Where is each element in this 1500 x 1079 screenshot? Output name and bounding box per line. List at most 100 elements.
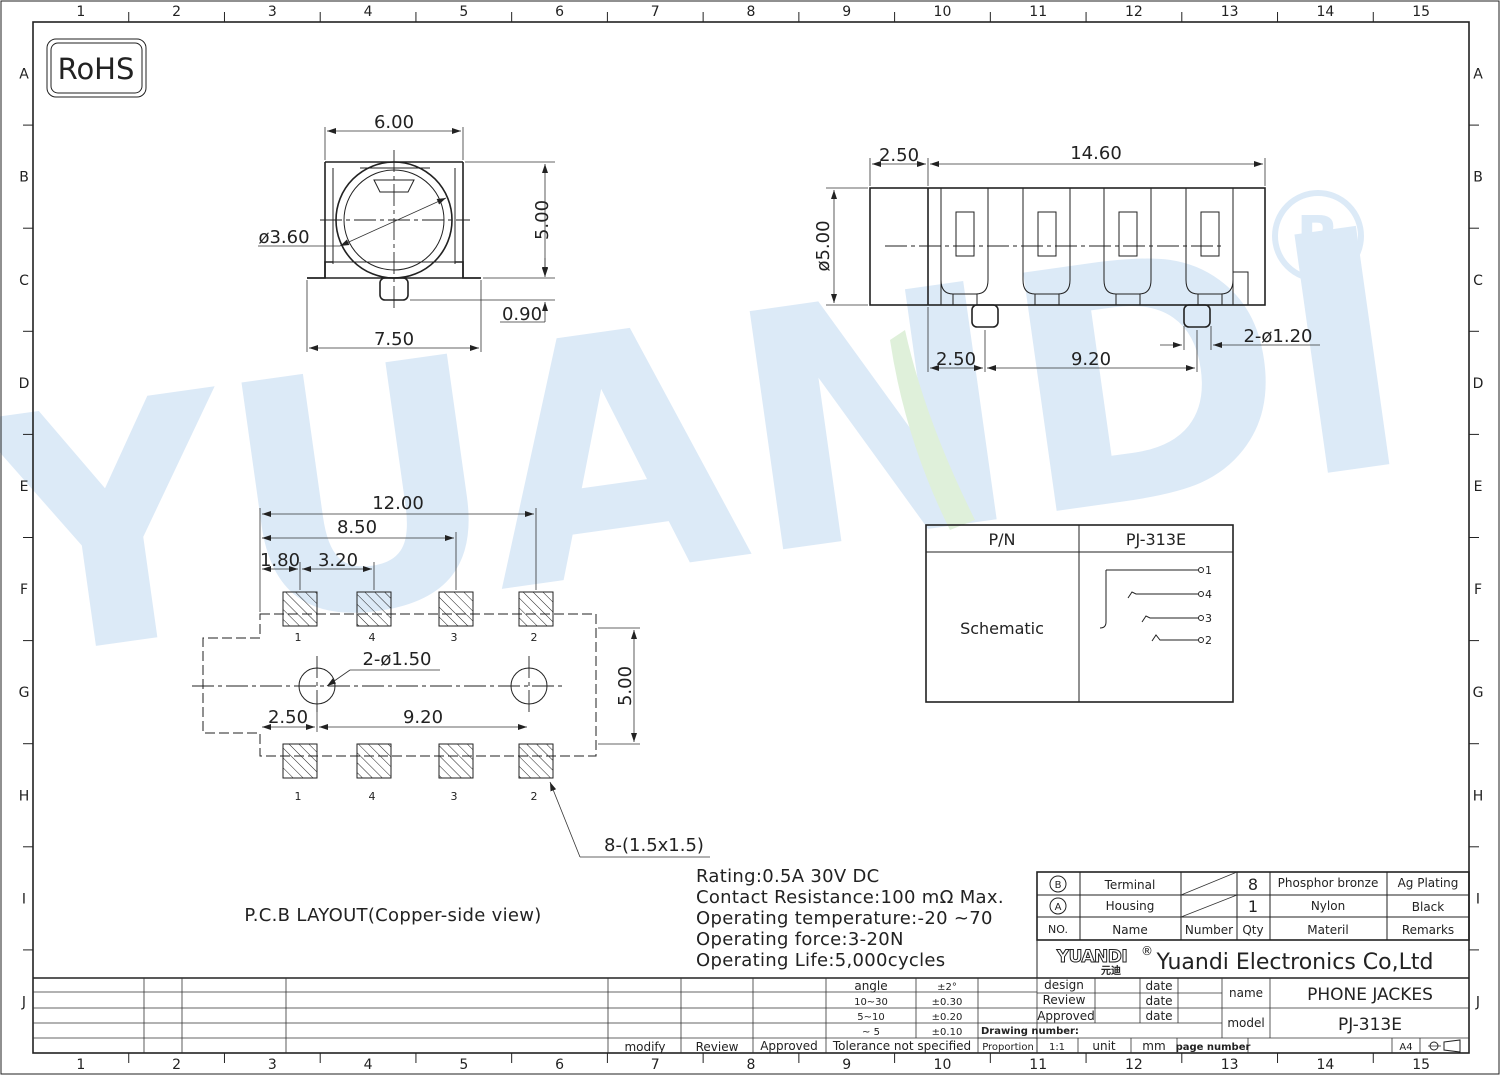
dim-side-pin-pitch: 9.20 — [1071, 349, 1111, 370]
spec-temperature: Operating temperature:-20 ~70 — [696, 908, 993, 929]
tb-design: design — [1044, 978, 1084, 992]
company-block: YUANDI ® 元迪 Yuandi Electronics Co,Ltd — [1036, 939, 1470, 979]
side-terminal — [940, 188, 989, 306]
pn-header-right: PJ-313E — [1126, 530, 1186, 549]
watermark-registered-r: R — [1296, 205, 1339, 270]
frame-row-label: A — [1473, 67, 1483, 83]
tb-angle-tol: ±2° — [937, 982, 957, 993]
pcb-pad-number: 3 — [451, 631, 458, 644]
frame-row-label: G — [1473, 685, 1484, 701]
frame-row-label: A — [19, 67, 29, 83]
tb-tol-2: ±0.20 — [932, 1012, 963, 1023]
pcb-pad-number: 4 — [369, 790, 376, 803]
schematic-pin-2: 2 — [1205, 634, 1212, 647]
frame-ticks — [23, 12, 1479, 1063]
tb-range-2: 5~10 — [857, 1012, 884, 1023]
frame-column-label: 5 — [459, 1057, 468, 1073]
frame-column-label: 6 — [555, 4, 564, 20]
frame-column-label: 12 — [1125, 4, 1143, 20]
frame-row-label: H — [19, 788, 30, 804]
dim-side-pin-dia: 2-ø1.20 — [1243, 326, 1312, 347]
tb-angle-label: angle — [854, 979, 887, 993]
frame-row-label: B — [19, 170, 29, 186]
pcb-pad-number: 1 — [295, 631, 302, 644]
frame-column-label: 1 — [76, 4, 85, 20]
frame-row-label: I — [1476, 891, 1480, 907]
pcb-pad — [518, 591, 554, 627]
frame-column-label: 6 — [555, 1057, 564, 1073]
bom-mark-a: A — [1055, 902, 1062, 913]
tb-model-value: PJ-313E — [1338, 1015, 1402, 1035]
company-logo-cn: 元迪 — [1101, 964, 1121, 977]
schematic-pin-4: 4 — [1205, 588, 1212, 601]
frame-row-label: E — [20, 479, 29, 495]
company-logo-registered: ® — [1141, 944, 1153, 958]
rohs-text: RoHS — [58, 52, 135, 86]
frame-column-label: 9 — [842, 1057, 851, 1073]
dim-front-height: 5.00 — [532, 200, 553, 240]
pcb-pad — [282, 743, 318, 779]
frame-column-label: 1 — [76, 1057, 85, 1073]
dim-front-pin: 0.90 — [502, 304, 542, 325]
dim-side-offset: 2.50 — [879, 145, 919, 166]
dim-front-base: 7.50 — [374, 329, 414, 350]
frame-column-label: 12 — [1125, 1057, 1143, 1073]
side-terminal — [1185, 188, 1234, 306]
side-view: 2.50 14.60 ø5.00 2.50 9.20 2-ø1.20 — [813, 143, 1320, 372]
tb-paper: A4 — [1399, 1042, 1412, 1053]
frame-row-label: J — [1475, 994, 1480, 1010]
tb-unit-label: unit — [1092, 1039, 1116, 1053]
company-logo-text: YUANDI — [1056, 947, 1127, 967]
spec-contact-resistance: Contact Resistance:100 mΩ Max. — [696, 887, 1004, 908]
frame-row-label: F — [20, 582, 28, 598]
frame-row-label: B — [1473, 170, 1483, 186]
bom-header-no: NO. — [1048, 923, 1068, 936]
frame-row-label: C — [19, 273, 29, 289]
tb-scale: 1:1 — [1049, 1042, 1065, 1053]
frame-row-label: D — [1473, 376, 1484, 392]
frame-labels: 1122334455667788991010111112121313141415… — [19, 4, 1484, 1073]
pcb-pad — [356, 591, 392, 627]
pcb-caption: P.C.B LAYOUT(Copper-side view) — [244, 905, 541, 926]
bom-header-remarks: Remarks — [1402, 923, 1454, 937]
company-name: Yuandi Electronics Co,Ltd — [1156, 950, 1434, 975]
tb-model-label: model — [1227, 1016, 1264, 1030]
side-terminal — [1103, 188, 1152, 306]
side-pin — [971, 304, 999, 328]
frame-row-label: D — [19, 376, 30, 392]
projection-symbol-icon — [1428, 1039, 1461, 1053]
tb-tol-1: ±0.30 — [932, 997, 963, 1008]
title-block: angle ±2° 10~30 ±0.30 5~10 ±0.20 ~ 5 ±0.… — [33, 977, 1469, 1054]
frame-column-label: 11 — [1029, 4, 1047, 20]
frame-column-label: 13 — [1221, 1057, 1239, 1073]
bom-qty-housing: 1 — [1248, 897, 1258, 916]
bom-material-terminal: Phosphor bronze — [1278, 876, 1379, 890]
watermark: YUANDI R — [0, 157, 1430, 736]
pcb-pad — [438, 591, 474, 627]
tb-date-2: date — [1145, 994, 1172, 1008]
schematic-pin-3: 3 — [1205, 612, 1212, 625]
front-view: 6.00 5.00 0.90 7.50 ø3.60 — [258, 112, 555, 352]
frame-column-label: 10 — [934, 1057, 952, 1073]
tb-approved: Approved — [760, 1039, 818, 1053]
frame-column-label: 7 — [651, 1057, 660, 1073]
bom-material-housing: Nylon — [1311, 899, 1345, 913]
bom-table: B A Terminal 8 Phosphor bronze Ag Platin… — [1036, 871, 1470, 941]
frame-column-label: 7 — [651, 4, 660, 20]
bom-header-qty: Qty — [1242, 923, 1263, 937]
bom-header-name: Name — [1112, 923, 1147, 937]
frame-column-label: 2 — [172, 4, 181, 20]
dim-front-width: 6.00 — [374, 112, 414, 133]
bom-header-number: Number — [1185, 923, 1233, 937]
frame-column-label: 10 — [934, 4, 952, 20]
pcb-pad — [518, 743, 554, 779]
bom-header-material: Materil — [1307, 923, 1348, 937]
rohs-badge: RoHS — [46, 38, 147, 98]
tb-approved2: Approved — [1037, 1009, 1095, 1023]
tb-drawing-number: Drawing number: — [981, 1026, 1079, 1037]
tb-modify: modify — [624, 1040, 665, 1054]
dim-side-diameter: ø5.00 — [813, 220, 834, 271]
